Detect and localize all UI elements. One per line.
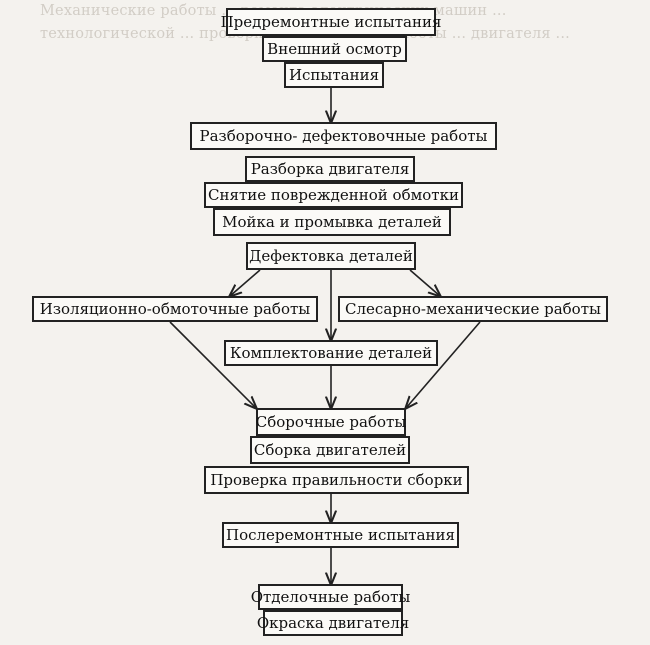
box-parts-assembly-kit: Комплектование деталей — [224, 340, 438, 366]
box-engine-painting: Окраска двигателя — [257, 610, 409, 636]
box-engine-assembly: Сборка двигателей — [250, 436, 410, 464]
box-winding-removal: Снятие поврежденной обмотки — [204, 182, 463, 208]
box-tests: Испытания — [284, 62, 384, 88]
box-assembly-check: Проверка правильности сборки — [204, 466, 469, 494]
box-external-inspection: Внешний осмотр — [262, 36, 407, 62]
arrow-b8-b10 — [409, 269, 440, 296]
box-parts-defectation: Дефектовка деталей — [246, 242, 416, 270]
box-disassembly-defect-works: Разборочно- дефектовочные работы — [190, 122, 497, 150]
box-pre-repair-tests: Предремонтные испытания — [221, 8, 441, 36]
box-assembly-works: Сборочные работы — [256, 408, 406, 436]
box-washing-parts: Мойка и промывка деталей — [213, 208, 451, 236]
arrow-b10-b12 — [406, 321, 481, 408]
box-finishing-works: Отделочные работы — [251, 584, 410, 610]
box-post-repair-tests: Послеремонтные испытания — [222, 522, 459, 548]
arrow-b8-b9 — [230, 269, 261, 296]
box-engine-disassembly: Разборка двигателя — [245, 156, 415, 182]
box-insulation-winding-works: Изоляционно-обмоточные работы — [32, 296, 318, 322]
box-locksmith-mechanical-works: Слесарно-механические работы — [338, 296, 608, 322]
arrow-b9-b12 — [169, 321, 256, 408]
